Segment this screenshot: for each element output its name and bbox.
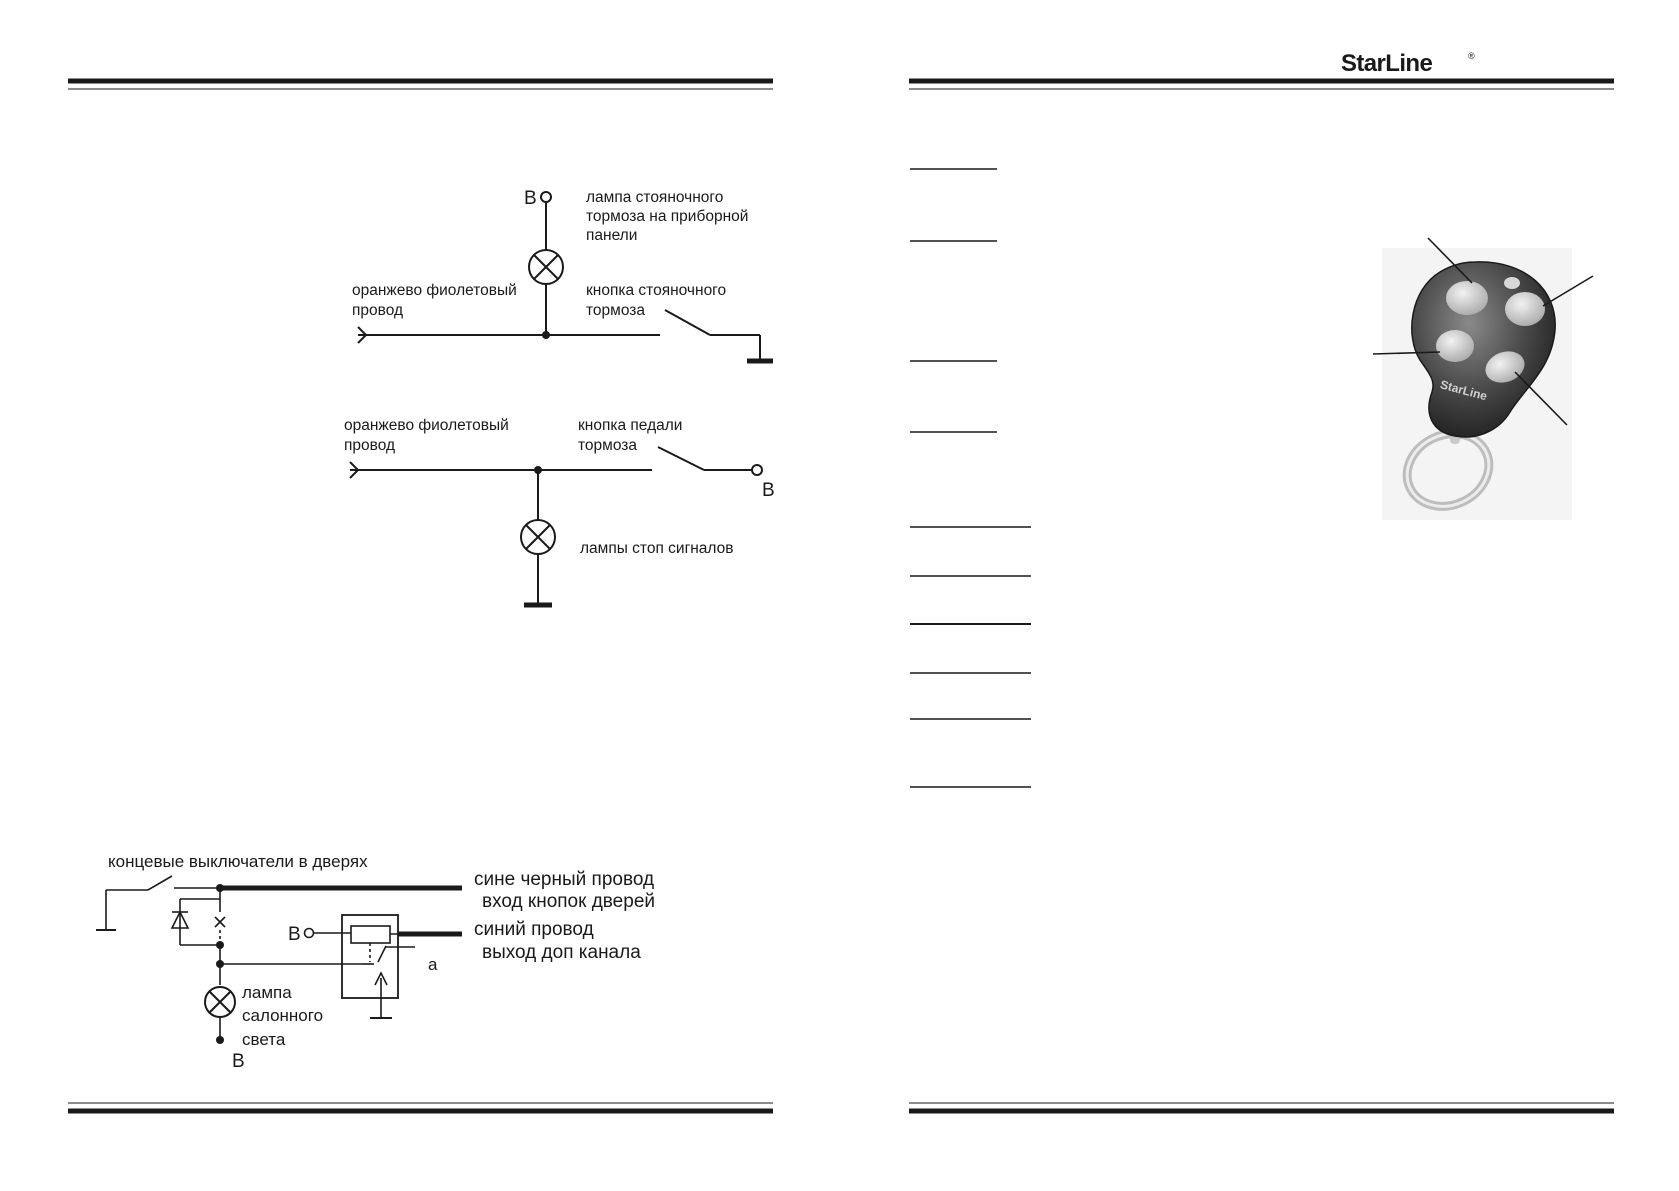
parking-button-label-2: тормоза [586,302,645,319]
parking-lamp-label-2: тормоза на приборной [586,208,748,225]
pedal-wire-label-1: оранжево фиолетовый [344,417,509,434]
parking-switch-blade [664,309,711,336]
door-diode-icon [170,910,190,929]
door-switches-label: концевые выключатели в дверях [108,852,368,871]
parking-button-label-1: кнопка стояночного [586,282,726,299]
cabin-lamp-icon [204,986,236,1018]
parking-wire-label-2: провод [352,302,403,319]
blue-wire-label-1: синий провод [474,919,594,940]
door-switch-diagram: концевые выключатели в дверях B [96,852,655,1072]
fob-button-middle-left [1436,330,1474,362]
relay-arrow-icon [374,971,388,986]
fob-button-bottom-right [1485,351,1525,383]
callout-line-bottom-right [1514,371,1568,426]
parking-wire-label-1: оранжево фиолетовый [352,282,517,299]
contact-a-label: a [428,955,438,974]
relay-terminal-b-point [303,927,315,939]
fob-led [1504,277,1520,289]
left-header-rule [68,78,773,90]
brand-name: StarLine [1341,50,1432,77]
door-switch-blade [147,875,173,891]
callout-line-top-left [1427,237,1473,284]
pedal-button-label-1: кнопка педали [578,417,682,434]
cabin-lamp-label-3: света [242,1030,286,1049]
fob-button-top-right [1505,292,1545,326]
cabin-lamp-label-1: лампа [242,983,292,1002]
relay-contact-blade [377,945,387,963]
pedal-switch-blade [657,446,705,471]
callout-line-top-right [1542,275,1594,307]
pedal-wire-label-2: провод [344,437,395,454]
cabin-lamp-label-2: салонного [242,1006,323,1025]
brake-pedal-diagram: оранжево фиолетовый провод кнопка педали… [344,417,775,608]
brake-lamp-icon [520,519,556,555]
blue-wire-label-2: выход доп канала [482,942,641,963]
right-footer-rule [909,1102,1614,1114]
pedal-terminal-b: B [762,480,775,501]
brand-registered-mark: ® [1468,51,1475,61]
fob-button-top-left [1446,281,1488,315]
parking-lamp-label-3: панели [586,227,637,244]
parking-lamp-icon [528,249,564,285]
starline-logo: StarLine ® [1341,50,1475,77]
right-page-short-rules [910,168,1031,788]
relay-box [341,914,399,999]
cabin-lamp-terminal-b: B [232,1051,245,1072]
brake-lamp-label: лампы стоп сигналов [580,540,733,557]
parking-junction [542,331,550,339]
relay-coil-icon [350,925,391,944]
callout-line-left [1372,351,1441,355]
parking-lamp-label-1: лампа стояночного [586,189,723,206]
right-header-rule [909,78,1614,90]
parking-brake-diagram: B лампа стояночного тормоза на приборной… [352,188,773,364]
relay-terminal-b: B [288,924,301,945]
pedal-button-label-2: тормоза [578,437,637,454]
remote-fob: StarLine [1372,237,1594,520]
blue-black-wire-label-1: сине черный провод [474,869,654,890]
blue-black-wire-label-2: вход кнопок дверей [482,891,655,912]
left-footer-rule [68,1102,773,1114]
pedal-terminal-b-point [751,464,763,476]
parking-terminal-b: B [524,188,537,209]
parking-terminal-b-point [540,191,552,203]
